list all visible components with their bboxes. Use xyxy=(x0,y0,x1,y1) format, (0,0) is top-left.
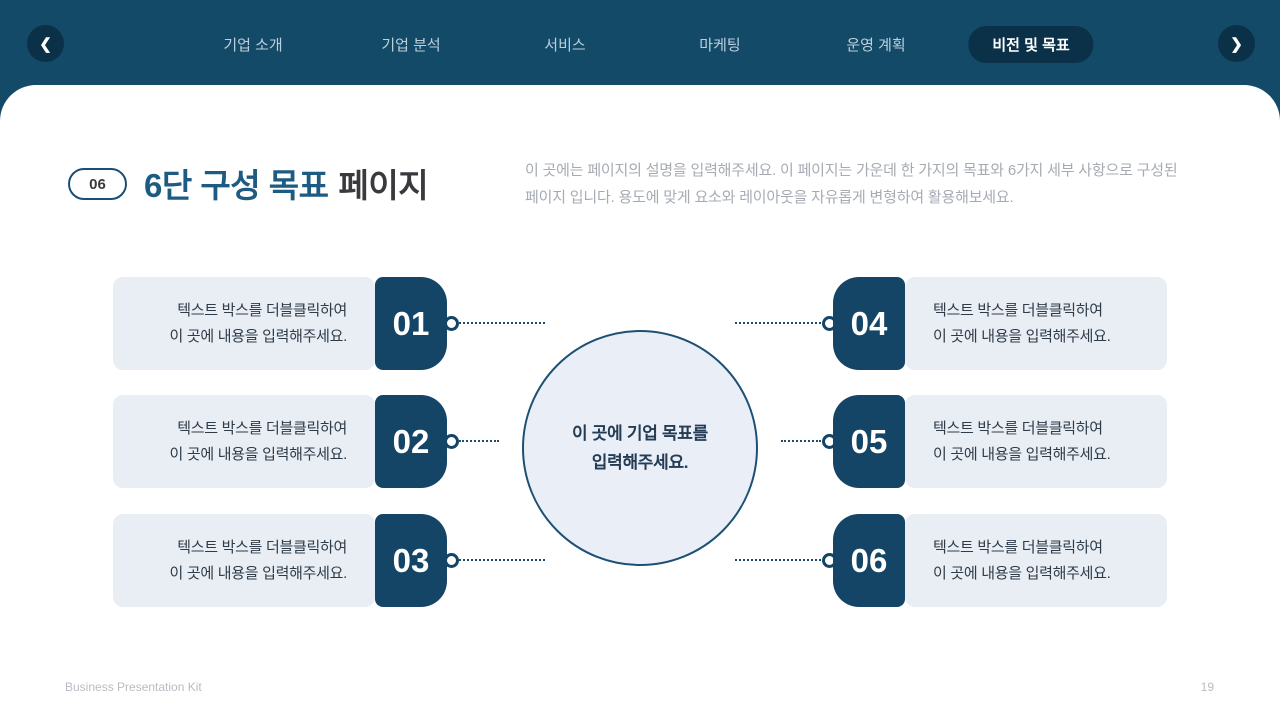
nav-item-company-intro[interactable]: 기업 소개 xyxy=(223,37,283,54)
text-box-01[interactable]: 텍스트 박스를 더블클릭하여 이 곳에 내용을 입력해주세요. xyxy=(113,277,375,370)
text-box-06[interactable]: 텍스트 박스를 더블클릭하여 이 곳에 내용을 입력해주세요. xyxy=(905,514,1167,607)
connector-dot xyxy=(444,434,459,449)
footer-brand: Business Presentation Kit xyxy=(65,680,202,694)
chevron-left-icon: ❮ xyxy=(39,35,52,53)
nav-item-service[interactable]: 서비스 xyxy=(544,37,586,54)
number-block-03: 03 xyxy=(375,514,447,607)
connector-dot xyxy=(444,553,459,568)
text-box-05[interactable]: 텍스트 박스를 더블클릭하여 이 곳에 내용을 입력해주세요. xyxy=(905,395,1167,488)
number-block-02: 02 xyxy=(375,395,447,488)
page-number: 19 xyxy=(1200,680,1214,694)
number-block-01: 01 xyxy=(375,277,447,370)
number-block-04: 04 xyxy=(833,277,905,370)
text-box-02[interactable]: 텍스트 박스를 더블클릭하여 이 곳에 내용을 입력해주세요. xyxy=(113,395,375,488)
dotted-connector xyxy=(735,322,821,324)
dotted-connector xyxy=(459,322,545,324)
prev-slide-button[interactable]: ❮ xyxy=(27,25,64,62)
dotted-connector xyxy=(781,440,821,442)
text-box-04[interactable]: 텍스트 박스를 더블클릭하여 이 곳에 내용을 입력해주세요. xyxy=(905,277,1167,370)
connector-dot xyxy=(444,316,459,331)
page-title-accent: 6단 구성 목표 xyxy=(144,167,329,204)
top-navigation: ❮ 기업 소개 기업 분석 서비스 마케팅 운영 계획 비전 및 목표 ❯ xyxy=(0,0,1280,86)
dotted-connector xyxy=(459,559,545,561)
number-block-06: 06 xyxy=(833,514,905,607)
dotted-connector xyxy=(459,440,499,442)
dotted-connector xyxy=(735,559,821,561)
nav-item-vision-goals[interactable]: 비전 및 목표 xyxy=(968,26,1094,63)
nav-item-marketing[interactable]: 마케팅 xyxy=(699,37,741,54)
central-goal-circle[interactable]: 이 곳에 기업 목표를 입력해주세요. xyxy=(522,330,758,566)
chevron-right-icon: ❯ xyxy=(1230,35,1243,53)
page-description: 이 곳에는 페이지의 설명을 입력해주세요. 이 페이지는 가운데 한 가지의 … xyxy=(525,162,1178,206)
page-title-rest: 페이지 xyxy=(338,167,429,204)
next-slide-button[interactable]: ❯ xyxy=(1218,25,1255,62)
nav-item-operation-plan[interactable]: 운영 계획 xyxy=(846,37,906,54)
nav-item-company-analysis[interactable]: 기업 분석 xyxy=(381,37,441,54)
number-block-05: 05 xyxy=(833,395,905,488)
section-number-badge: 06 xyxy=(68,168,127,200)
text-box-03[interactable]: 텍스트 박스를 더블클릭하여 이 곳에 내용을 입력해주세요. xyxy=(113,514,375,607)
